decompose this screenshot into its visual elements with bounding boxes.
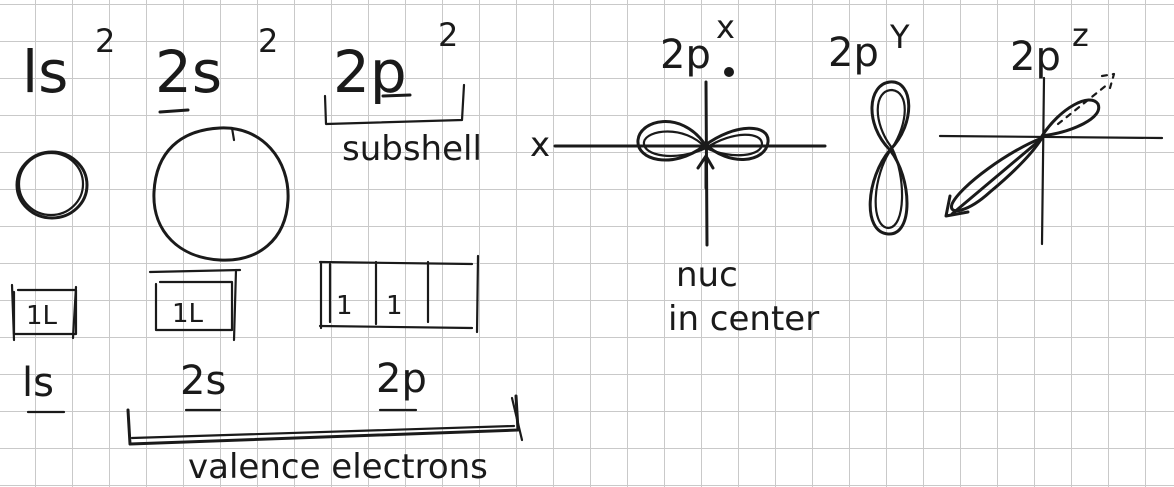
config-2p-underline (381, 93, 412, 98)
px-nucleus-arrow (696, 154, 715, 190)
pz-back-lobe (1040, 98, 1101, 138)
valence-bracket (126, 394, 524, 446)
py-axis: Y (889, 18, 910, 56)
box-2p-electron-1: 1 (336, 291, 353, 321)
pz-axis-arrow (944, 138, 1042, 218)
px-dot (724, 67, 734, 77)
px-axis: x (716, 8, 735, 46)
nucleus-note-line1: nuc (676, 255, 738, 295)
label-1s: ls (22, 360, 54, 406)
pz-x-axis (938, 134, 1164, 140)
pz-label: 2p (1010, 34, 1061, 80)
config-2p: 2p 2 subshell (323, 16, 482, 169)
config-2s-label: 2s (155, 38, 222, 106)
pz-dashed-arrow (1056, 72, 1116, 126)
label-2s: 2s (180, 358, 226, 404)
config-1s: ls 2 (22, 22, 115, 106)
subshell-label: subshell (342, 129, 482, 169)
config-2p-superscript: 2 (438, 16, 458, 54)
px-axis-mark: x (530, 125, 550, 165)
box-1s-electrons: 1L (26, 301, 58, 331)
box-2s-electrons: 1L (172, 299, 204, 329)
orbital-2py: 2p Y (828, 18, 911, 236)
config-1s-superscript: 2 (95, 22, 115, 60)
valence-label: valence electrons (188, 447, 488, 487)
config-2s: 2s 2 (155, 22, 278, 114)
box-1s: 1L (10, 283, 78, 342)
label-2p: 2p (376, 356, 427, 402)
box-2p: 1 1 (318, 254, 480, 334)
config-2s-superscript: 2 (258, 22, 278, 60)
pz-y-axis (1040, 76, 1046, 246)
nucleus-note-line2: in center (668, 299, 819, 339)
py-label: 2p (828, 30, 879, 76)
subshell-bracket (323, 83, 466, 126)
orbital-2px: 2p x x (530, 8, 827, 247)
orbital-1s-sphere (15, 150, 89, 220)
orbital-2pz: 2p z (938, 16, 1164, 246)
config-1s-label: ls (22, 38, 68, 106)
orbital-2s-sphere (152, 126, 290, 262)
px-label: 2p (660, 32, 711, 78)
box-2s: 1L (148, 268, 242, 342)
config-2s-underline (158, 108, 190, 114)
box-2p-electron-2: 1 (386, 291, 403, 321)
pz-axis: z (1072, 16, 1089, 54)
